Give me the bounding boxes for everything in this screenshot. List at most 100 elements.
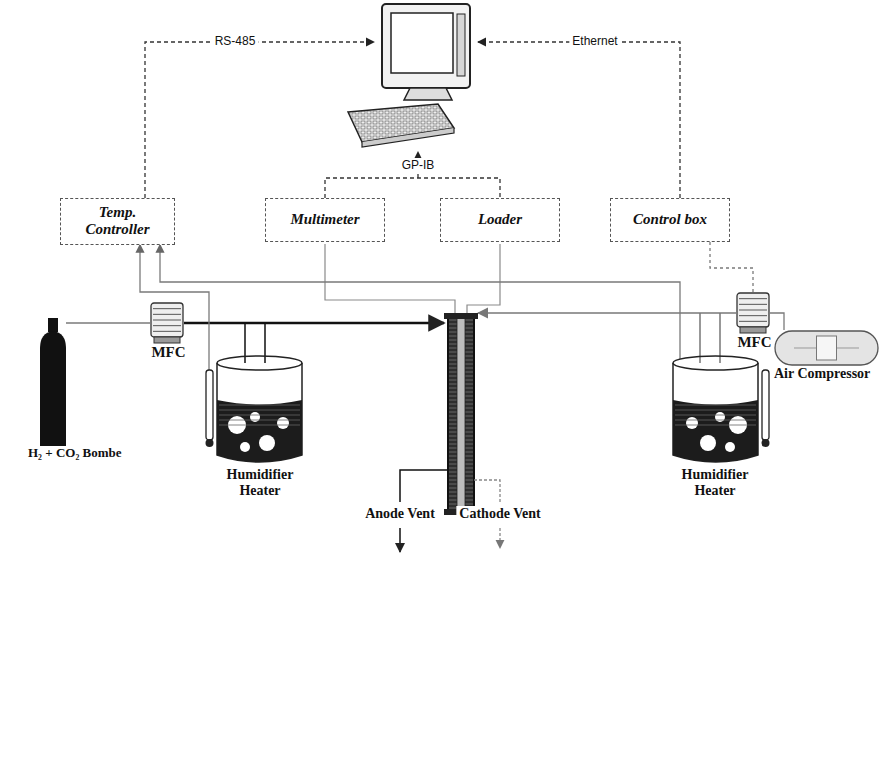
mfc-fin: [739, 298, 767, 299]
mfc-base: [154, 337, 180, 343]
bubble: [700, 435, 716, 451]
connector: [66, 322, 150, 323]
mfc-fin: [153, 331, 181, 332]
instrument-box: Control box: [610, 198, 730, 242]
compressor-head: [817, 336, 837, 360]
air-compressor: Air Compressor: [774, 330, 879, 382]
text-group: Temp. Controller: [69, 204, 166, 239]
beaker-rim: [217, 356, 302, 370]
compressor-tank: [775, 331, 878, 365]
monitor-side: [457, 14, 465, 76]
instrument-box: Multimeter: [265, 198, 385, 242]
text-group: H₂ + CO₂ Bombe: [28, 446, 124, 461]
water: [217, 400, 302, 462]
membrane: [457, 318, 465, 510]
water-line: [675, 425, 756, 426]
part-shape: [660, 355, 770, 467]
part-shape: [150, 302, 184, 344]
mfc-base: [740, 327, 766, 333]
bubble: [686, 417, 698, 429]
text-group: Air Compressor: [774, 366, 879, 382]
text-group: MFC: [736, 334, 773, 351]
text-group: Multimeter: [290, 211, 359, 228]
part-shape: [736, 292, 770, 334]
connector: [710, 242, 753, 292]
box-label: Control box: [633, 211, 707, 228]
probe-bulb: [762, 439, 770, 447]
mfc-fin: [153, 320, 181, 321]
water-line: [675, 420, 756, 421]
multimeter-wire: [325, 244, 455, 316]
bottle-valve: [48, 318, 58, 332]
part-label: H₂ + CO₂ Bombe: [28, 446, 124, 461]
ethernet-line: [478, 42, 680, 198]
water-line: [675, 415, 756, 416]
bubble: [259, 435, 275, 451]
mfc-fin: [739, 304, 767, 305]
part-shape: [40, 318, 66, 446]
anode-vent-arrow: [399, 528, 401, 552]
water-line: [219, 425, 300, 426]
bus-label: Ethernet: [569, 34, 620, 48]
cathode-vent-line: [474, 480, 500, 502]
beaker: [217, 363, 302, 462]
cathode-vent-arrow: [499, 528, 500, 548]
mfc-fin: [739, 310, 767, 311]
fuel-cell: [444, 313, 478, 515]
bubble: [277, 417, 289, 429]
beaker-rim: [673, 356, 758, 370]
part-label: MFC: [736, 334, 773, 351]
box-label: Multimeter: [290, 211, 359, 228]
mfc-fin: [153, 325, 181, 326]
anode-gas-line: [184, 322, 444, 325]
rs485-line: [145, 42, 374, 198]
part-label: Air Compressor: [774, 366, 879, 382]
loader-wire: [467, 244, 500, 316]
monitor: [382, 4, 470, 88]
part-label: MFC: [150, 344, 187, 361]
bus-label: RS-485: [212, 34, 259, 48]
part-shape: [774, 330, 879, 366]
beaker: [673, 363, 758, 462]
part-label: Humidifier Heater: [660, 467, 770, 499]
temp-controller-box: Temp. Controller: [60, 198, 175, 245]
water-line: [219, 415, 300, 416]
mass-flow-controller: MFC: [736, 292, 773, 351]
text-group: Loader: [478, 211, 522, 228]
vent-label: Anode Vent: [362, 506, 438, 522]
mfc-fin: [739, 315, 767, 316]
water-line: [675, 405, 756, 406]
probe-bulb: [206, 439, 214, 447]
text-group: Control box: [633, 211, 707, 228]
bubble: [725, 442, 735, 452]
monitor-stand: [404, 88, 452, 100]
humidifier-heater: Humidifier Heater: [660, 355, 770, 499]
mfc-fin: [153, 308, 181, 309]
water-line: [219, 405, 300, 406]
water-line: [219, 410, 300, 411]
mfc-fin: [153, 314, 181, 315]
cell-stack: [448, 318, 474, 510]
cathode-air-line: [478, 312, 736, 314]
instrument-box: Loader: [440, 198, 560, 242]
end-plate: [444, 313, 478, 319]
vent-label: Cathode Vent: [456, 506, 543, 522]
text-group: Humidifier Heater: [660, 467, 770, 499]
mfc-body: [737, 293, 769, 327]
bubble: [240, 442, 250, 452]
text-group: Humidifier Heater: [205, 467, 315, 499]
heater-probe: [762, 370, 769, 440]
anode-vent-line: [400, 470, 448, 502]
box-label: Temp. Controller: [69, 204, 166, 239]
keyboard-edge: [362, 128, 454, 147]
gas-bottle: [40, 331, 66, 446]
water: [673, 400, 758, 462]
humidifier-heater: Humidifier Heater: [205, 355, 315, 499]
mass-flow-controller: MFC: [150, 302, 187, 361]
part-label: Humidifier Heater: [205, 467, 315, 499]
mfc-fin: [739, 321, 767, 322]
screen: [391, 13, 453, 73]
